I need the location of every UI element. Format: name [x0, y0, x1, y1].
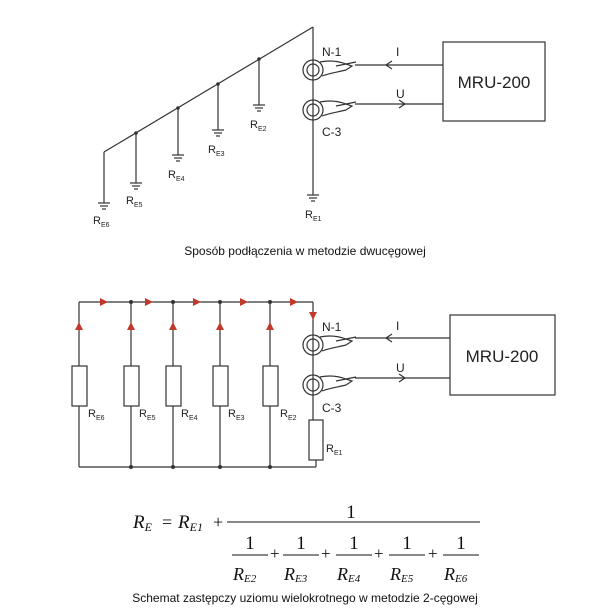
arrow-right-icon	[290, 298, 298, 306]
svg-text:RE2: RE2	[232, 564, 257, 585]
formula: RE = RE1 + 1 1 RE2 + 1 RE3 + 1 RE4 + 1 R…	[132, 502, 480, 585]
label-re6-bottom: RE6	[88, 408, 105, 422]
svg-text:+: +	[374, 544, 384, 563]
clamp-c3-top	[302, 99, 357, 121]
label-re4-bottom: RE4	[181, 408, 198, 422]
bottom-signal-wires	[355, 333, 450, 383]
label-re4-top: RE4	[168, 169, 185, 183]
svg-text:1: 1	[245, 533, 255, 554]
top-diagram	[103, 26, 314, 203]
signal-u-label-top: U	[396, 87, 405, 101]
fraction-re4: 1 RE4	[336, 533, 372, 585]
resistor-re2	[262, 365, 279, 407]
fraction-re3: 1 RE3	[283, 533, 319, 585]
arrow-right-icon	[100, 298, 108, 306]
top-signal-wires	[355, 60, 443, 109]
resistor-re1	[308, 419, 324, 461]
arrow-up-icon	[127, 322, 135, 330]
clamp-c3-bottom	[302, 374, 357, 396]
signal-u-label-bottom: U	[396, 361, 405, 375]
svg-text:1: 1	[346, 502, 356, 523]
clamp-c3-label-top: C-3	[322, 125, 342, 139]
arrow-right-icon	[145, 298, 153, 306]
mru-label-top: MRU-200	[458, 73, 531, 92]
arrow-up-icon	[75, 322, 83, 330]
svg-text:+: +	[213, 512, 223, 532]
bottom-diagram	[78, 301, 317, 468]
svg-text:RE5: RE5	[389, 564, 414, 585]
signal-i-label-bottom: I	[396, 319, 399, 333]
svg-text:1: 1	[456, 533, 466, 554]
mru-label-bottom: MRU-200	[466, 347, 539, 366]
label-re3-top: RE3	[208, 144, 225, 158]
arrow-down-icon	[309, 312, 317, 320]
clamp-n1-label-top: N-1	[322, 45, 342, 59]
arrow-right-icon	[193, 298, 201, 306]
earth-symbol	[98, 104, 319, 210]
clamp-n1-top	[302, 59, 357, 81]
svg-text:RE6: RE6	[443, 564, 468, 585]
svg-text:1: 1	[349, 533, 359, 554]
label-re5-bottom: RE5	[139, 408, 156, 422]
svg-text:RE4: RE4	[336, 564, 361, 585]
svg-text:+: +	[270, 544, 280, 563]
fraction-re2: 1 RE2	[232, 533, 268, 585]
fraction-re6: 1 RE6	[443, 533, 479, 585]
svg-text:RE3: RE3	[283, 564, 308, 585]
resistor-re4	[165, 365, 182, 407]
svg-text:=: =	[162, 512, 172, 532]
label-re6-top: RE6	[93, 215, 110, 229]
label-re5-top: RE5	[126, 195, 143, 209]
label-re1-bottom: RE1	[326, 443, 343, 457]
clamp-c3-label-bottom: C-3	[322, 401, 342, 415]
bottom-junctions	[129, 300, 272, 469]
bottom-resistors	[71, 365, 324, 461]
label-re2-bottom: RE2	[280, 408, 297, 422]
svg-text:RE: RE	[132, 512, 153, 534]
current-flow-arrows	[75, 298, 317, 330]
mru-device-bottom	[449, 314, 556, 396]
top-diagonal-wire	[103, 26, 314, 153]
svg-text:+: +	[428, 544, 438, 563]
arrow-up-icon	[216, 322, 224, 330]
svg-text:RE1: RE1	[177, 512, 203, 534]
resistor-re3	[212, 365, 229, 407]
arrow-up-icon	[169, 322, 177, 330]
top-resistor-labels: RE6 RE5 RE4 RE3 RE2 RE1	[93, 119, 322, 229]
resistor-re6	[71, 365, 88, 407]
arrow-right-icon	[240, 298, 248, 306]
label-re2-top: RE2	[250, 119, 267, 133]
caption-bottom: Schemat zastępczy uziomu wielokrotnego w…	[132, 591, 478, 605]
resistor-re5	[123, 365, 140, 407]
top-junctions	[134, 57, 261, 135]
label-re3-bottom: RE3	[228, 408, 245, 422]
svg-text:+: +	[321, 544, 331, 563]
arrow-up-icon	[266, 322, 274, 330]
signal-i-label-top: I	[396, 45, 399, 59]
bottom-resistor-labels: RE6 RE5 RE4 RE3 RE2 RE1	[88, 408, 343, 457]
clamp-n1-bottom	[302, 334, 357, 356]
clamp-n1-label-bottom: N-1	[322, 320, 342, 334]
fraction-re5: 1 RE5	[389, 533, 425, 585]
label-re1-top: RE1	[305, 209, 322, 223]
mru-device-top	[442, 41, 546, 122]
svg-text:1: 1	[296, 533, 306, 554]
svg-text:1: 1	[402, 533, 412, 554]
caption-top: Sposób podłączenia w metodzie dwucęgowej	[184, 244, 426, 258]
